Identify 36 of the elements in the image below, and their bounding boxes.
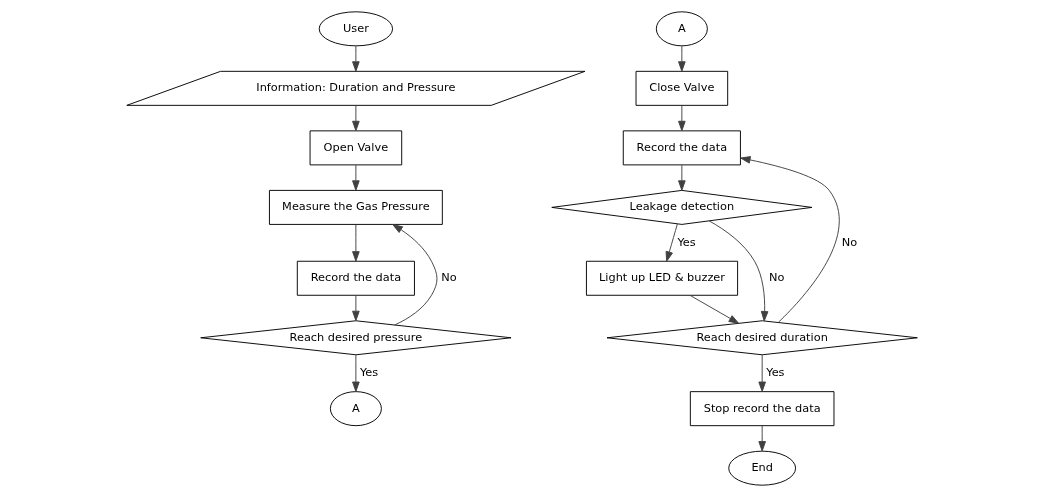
- node-box: Record the data: [622, 130, 741, 166]
- edge-label: Yes: [359, 365, 379, 380]
- node-ellipse: A: [655, 11, 708, 47]
- arrow: [689, 294, 740, 324]
- arrow: [352, 45, 360, 72]
- edge-label: No: [841, 234, 858, 249]
- node-box: Record the data: [296, 260, 415, 296]
- node-diamond: Leakage detection: [551, 189, 813, 225]
- arrow: [352, 354, 360, 392]
- arrow: [665, 223, 678, 262]
- node-ellipse: End: [728, 450, 797, 486]
- edge-label: Yes: [677, 234, 696, 249]
- arrow: [758, 425, 766, 452]
- arrow: [392, 224, 438, 326]
- node-box: Measure the Gas Pressure: [268, 189, 443, 225]
- arrow: [740, 156, 840, 323]
- arrow: [678, 105, 686, 132]
- arrow: [758, 354, 766, 392]
- node-box: Light up LED & buzzer: [585, 260, 739, 296]
- arrow: [352, 295, 360, 322]
- arrow: [708, 220, 769, 322]
- arrow: [678, 164, 686, 191]
- node-box: Close Valve: [635, 70, 729, 106]
- node-box: Open Valve: [309, 130, 403, 166]
- node-box: Stop record the data: [689, 391, 835, 427]
- node-diamond: Reach desired pressure: [200, 320, 512, 356]
- edge-label: Yes: [766, 365, 785, 380]
- arrow: [352, 224, 360, 262]
- arrow: [352, 164, 360, 191]
- arrow: [678, 45, 686, 72]
- edge-label: No: [441, 270, 457, 285]
- edge-label: No: [769, 270, 785, 285]
- node-diamond: Reach desired duration: [606, 320, 918, 356]
- node-ellipse: User: [318, 11, 394, 47]
- arrow: [352, 105, 360, 132]
- node-ellipse: A: [329, 391, 382, 427]
